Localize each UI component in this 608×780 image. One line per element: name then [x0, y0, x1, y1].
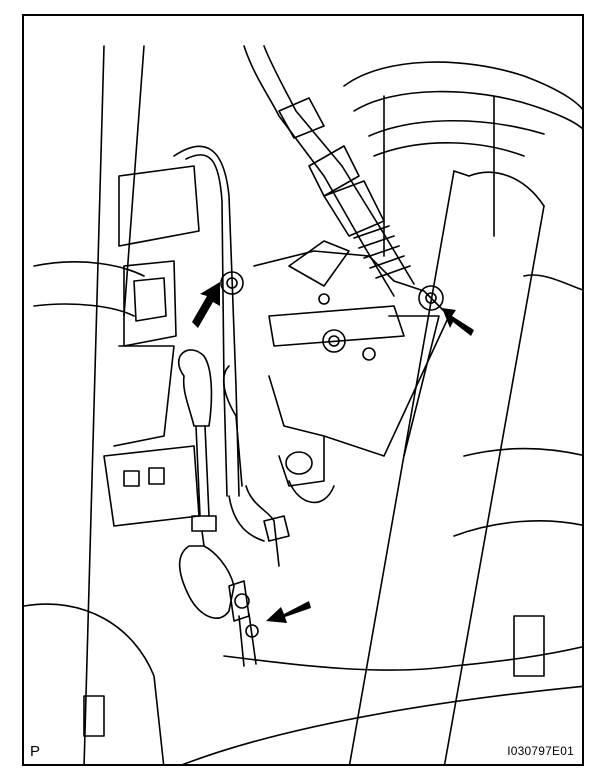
wire-harness-main — [243, 45, 415, 297]
lower-body — [182, 274, 582, 764]
callout-arrow-left — [192, 282, 220, 328]
sensor-link-rod — [177, 349, 235, 619]
callout-arrow-bottom — [266, 601, 311, 623]
sensor-wire — [222, 365, 290, 567]
body-frame — [24, 45, 200, 764]
figure-id: I030797E01 — [507, 744, 574, 758]
callout-arrow-right — [442, 308, 474, 336]
nut-small — [318, 293, 376, 361]
bolt-center — [322, 329, 346, 353]
height-sensor-bracket — [253, 240, 450, 504]
corner-label: P — [30, 743, 41, 760]
wire-harness-loop — [173, 145, 265, 542]
sensor-bracket-diagram — [24, 45, 582, 764]
lower-link-bolt — [228, 580, 259, 667]
bracket-hole — [285, 451, 313, 475]
bolt-left — [220, 271, 244, 295]
bolt-right — [418, 285, 444, 311]
suspension-strut — [348, 170, 545, 764]
coil-spring — [343, 61, 582, 257]
illustration-frame: P I030797E01 — [22, 14, 584, 766]
